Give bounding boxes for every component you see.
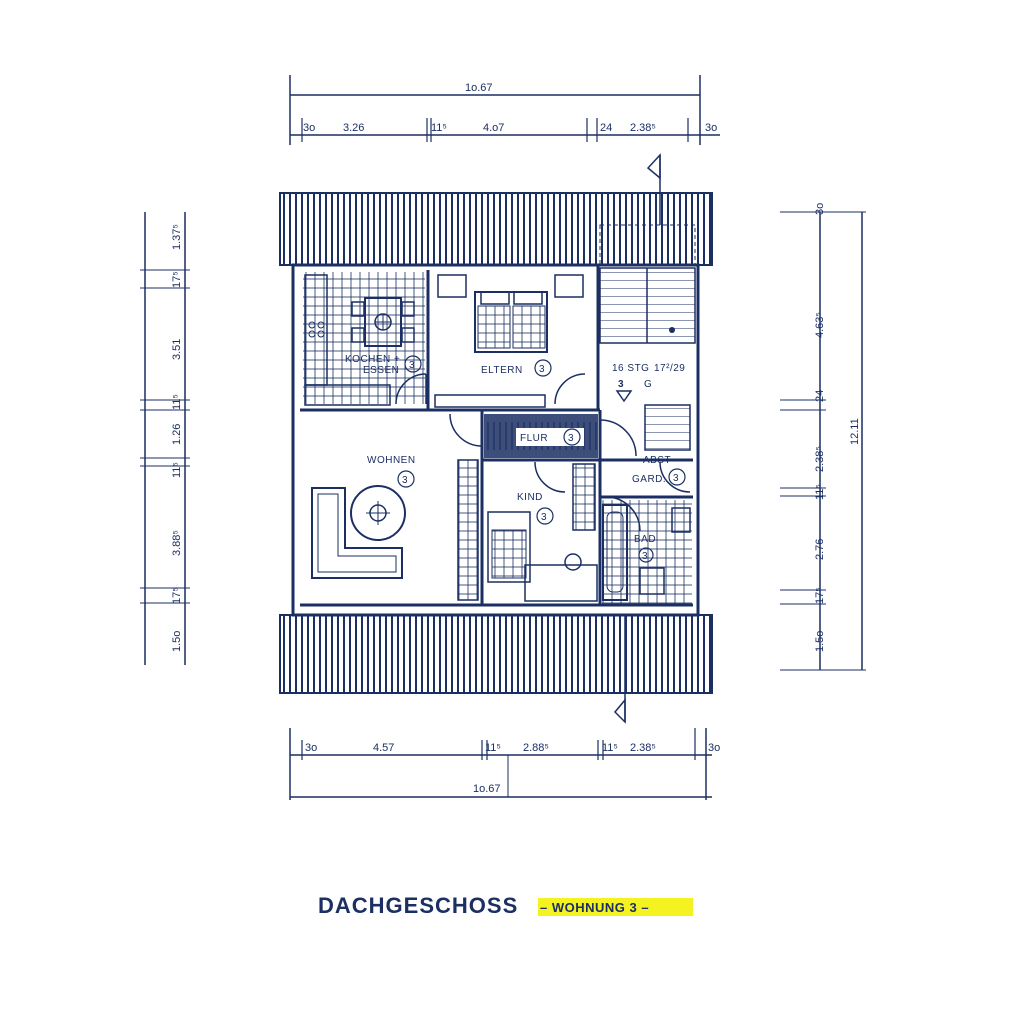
interior-walls (300, 265, 693, 607)
room-number-flur: 3 (568, 433, 574, 444)
bottom-dim-3: 2.88⁵ (523, 742, 549, 754)
left-dimension-chain: 1.37⁵ 17⁵ 3.51 11⁵ 1.26 11⁵ 3.88⁵ 17⁵ 1.… (140, 212, 190, 665)
double-bed (434, 274, 584, 408)
bottom-dim-0: 3o (305, 742, 317, 754)
room-number-wohnen: 3 (402, 475, 408, 486)
right-dim-7: 1.5o (814, 631, 826, 652)
right-dim-1: 4.63⁵ (814, 312, 826, 338)
top-dimension-chain: 1o.67 3o 3.26 11⁵ 4.o7 24 2.38⁵ 3o (289, 75, 720, 145)
top-dim-2: 11⁵ (431, 122, 447, 134)
left-dim-2: 3.51 (171, 339, 183, 360)
right-dim-0: 3o (814, 203, 826, 215)
left-dim-3: 11⁵ (171, 394, 183, 410)
right-dim-2: 24 (814, 390, 826, 402)
room-number-bad: 3 (642, 551, 648, 562)
outer-walls (291, 263, 700, 617)
roof-top-eave (279, 192, 713, 266)
staircase (599, 224, 696, 451)
sofa (311, 487, 403, 579)
room-number-kind: 3 (541, 512, 547, 523)
roof-bottom-eave (279, 614, 713, 694)
door-swings (395, 373, 691, 532)
left-dim-6: 3.88⁵ (171, 530, 183, 556)
left-dim-5: 11⁵ (171, 462, 183, 478)
right-dim-6: 17⁵ (814, 587, 826, 604)
right-dim-5: 2.76 (814, 539, 826, 560)
room-number-kochen: 3 (409, 360, 415, 371)
stair-direction-icon (615, 390, 633, 403)
kitchen-counter (304, 274, 391, 406)
room-label-wohnen: WOHNEN (367, 455, 416, 466)
room-label-kind: KIND (517, 492, 543, 503)
right-dim-3: 2.38⁵ (814, 446, 826, 472)
room-label-flur: FLUR (520, 433, 548, 444)
stair-unit-number: 3 (618, 379, 624, 390)
room-label-kochen: KOCHEN + (345, 354, 400, 365)
left-dim-7: 17⁵ (171, 587, 183, 604)
bottom-dimension-chain: 3o 4.57 11⁵ 2.88⁵ 11⁵ 2.38⁵ 3o 1o.67 (289, 728, 720, 800)
top-dim-0: 3o (303, 122, 315, 134)
left-dim-4: 1.26 (171, 424, 183, 445)
room-number-eltern: 3 (539, 364, 545, 375)
title-highlight (538, 898, 693, 916)
right-dimension-chain: 3o 4.63⁵ 24 2.38⁵ 11⁵ 2.76 17⁵ 1.5o 12.1… (780, 203, 866, 671)
top-dim-1: 3.26 (343, 122, 364, 134)
stair-sign: G (644, 379, 652, 390)
bottom-dim-2: 11⁵ (485, 742, 501, 754)
bottom-dim-4: 11⁵ (602, 742, 618, 754)
top-dim-5: 2.38⁵ (630, 122, 656, 134)
bottom-dim-6: 3o (708, 742, 720, 754)
coffee-table (350, 485, 406, 541)
plan-subtitle: – WOHNUNG 3 – (540, 900, 649, 915)
section-marker-top (646, 153, 661, 225)
left-dim-8: 1.5o (171, 631, 183, 652)
section-marker-bottom (613, 615, 626, 724)
room-label-eltern: ELTERN (481, 365, 523, 376)
room-number-abst: 3 (673, 473, 679, 484)
right-dim-4: 11⁵ (814, 484, 826, 500)
child-bed (487, 463, 598, 602)
bath-tiles (602, 500, 692, 604)
top-total-dimension: 1o.67 (465, 82, 493, 94)
room-label-gard: GARD. (632, 474, 666, 485)
left-dim-0: 1.37⁵ (171, 224, 183, 250)
bottom-dim-5: 2.38⁵ (630, 742, 656, 754)
left-dim-1: 17⁵ (171, 271, 183, 288)
dining-table (351, 297, 415, 347)
room-label-abst: ABST (643, 455, 671, 466)
bottom-total-dimension: 1o.67 (473, 783, 501, 795)
top-dim-3: 4.o7 (483, 122, 504, 134)
bathtub (602, 504, 691, 601)
top-dim-4: 24 (600, 122, 612, 134)
top-dim-6: 3o (705, 122, 717, 134)
stair-steps-label: 16 STG (612, 363, 649, 374)
room-label-bad: BAD (634, 534, 656, 545)
wardrobe-wohnen (457, 459, 479, 601)
right-total-dimension: 12.11 (849, 418, 861, 445)
bottom-dim-1: 4.57 (373, 742, 394, 754)
plan-title: DACHGESCHOSS (318, 893, 518, 918)
room-label-essen: ESSEN (363, 365, 399, 376)
stair-ratio-label: 17²/29 (654, 363, 685, 374)
